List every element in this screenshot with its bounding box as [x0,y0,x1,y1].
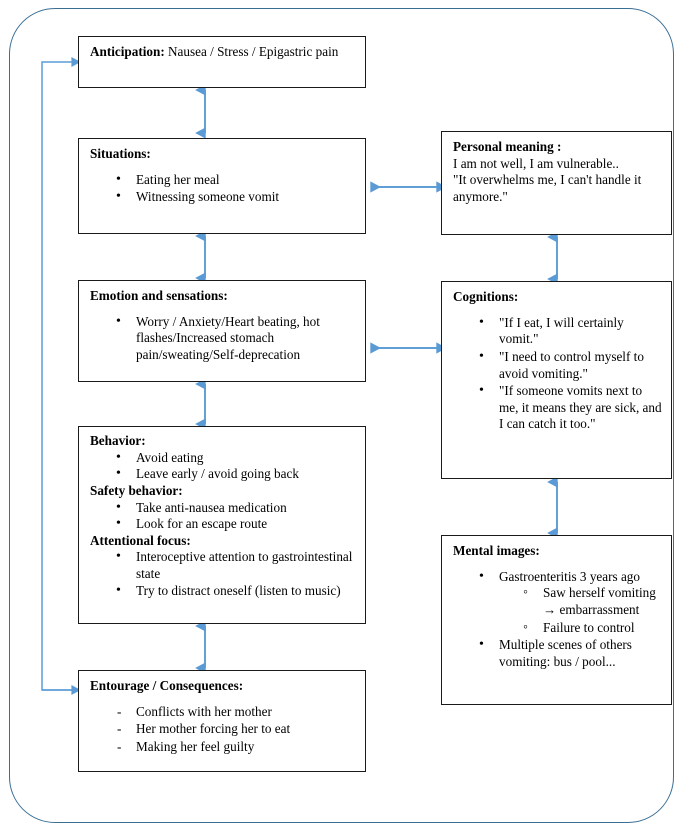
personal-meaning-line-1: I am not well, I am vulnerable.. [453,155,619,171]
safety-behavior-subheader: Safety behavior: [90,482,183,498]
node-personal-meaning[interactable]: Personal meaning : I am not well, I am v… [441,131,672,235]
list-item: Witnessing someone vomit [116,188,356,206]
list-item: Avoid eating [116,449,356,467]
anticipation-text: Nausea / Stress / Epigastric pain [164,44,339,59]
list-item: Look for an escape route [116,515,356,533]
mental-images-bullet-1-text: Gastroenteritis 3 years ago [499,568,640,584]
list-item: "I need to control myself to avoid vomit… [479,348,662,382]
list-item: "If I eat, I will certainly vomit." [479,314,662,348]
personal-meaning-line-2: "It overwhelms me, I can't handle it any… [453,172,642,204]
cognitions-bullet-list: "If I eat, I will certainly vomit." "I n… [453,314,662,433]
mental-images-sub-list: Saw herself vomiting → embarrassment Fai… [499,584,662,637]
node-emotion-and-sensations[interactable]: Emotion and sensations: Worry / Anxiety/… [78,280,366,382]
attentional-focus-bullet-list: Interoceptive attention to gastrointesti… [90,548,356,600]
attentional-focus-subheader: Attentional focus: [90,532,191,548]
list-item: "If someone vomits next to me, it means … [479,382,662,433]
emotion-bullet-list: Worry / Anxiety/Heart beating, hot flash… [90,313,356,364]
entourage-dash-list: Conflicts with her mother Her mother for… [90,704,356,756]
arrow-entourage-feedback-loop [41,57,81,691]
list-item: Multiple scenes of others vomiting: bus … [479,636,662,670]
list-item: Take anti-nausea medication [116,499,356,517]
entourage-header: Entourage / Consequences: [90,678,244,693]
list-item: Eating her meal [116,171,356,189]
situations-bullet-list: Eating her meal Witnessing someone vomit [90,171,356,206]
node-situations[interactable]: Situations: Eating her meal Witnessing s… [78,138,366,234]
list-item: Saw herself vomiting → embarrassment [523,584,662,618]
mental-images-bullet-list: Gastroenteritis 3 years ago Saw herself … [453,568,662,671]
list-item: Failure to control [523,619,662,637]
list-item: Her mother forcing her to eat [116,721,356,738]
list-item: Making her feel guilty [116,739,356,756]
anticipation-header: Anticipation: [90,44,165,59]
node-behavior[interactable]: Behavior: Avoid eating Leave early / avo… [78,426,366,624]
situations-header: Situations: [90,146,151,161]
list-item: Conflicts with her mother [116,704,356,721]
node-anticipation[interactable]: Anticipation: Nausea / Stress / Epigastr… [78,36,366,88]
cognitions-header: Cognitions: [453,289,519,304]
node-cognitions[interactable]: Cognitions: "If I eat, I will certainly … [441,281,672,479]
list-item: Interoceptive attention to gastrointesti… [116,548,356,582]
safety-behavior-bullet-list: Take anti-nausea medication Look for an … [90,499,356,533]
list-item: Gastroenteritis 3 years ago Saw herself … [479,568,662,637]
behavior-bullet-list: Avoid eating Leave early / avoid going b… [90,449,356,483]
behavior-header: Behavior: [90,433,146,448]
mental-images-header: Mental images: [453,543,540,558]
node-entourage-consequences[interactable]: Entourage / Consequences: Conflicts with… [78,670,366,772]
list-item: Try to distract oneself (listen to music… [116,582,356,600]
list-item: Leave early / avoid going back [116,465,356,483]
emotion-header: Emotion and sensations: [90,288,228,303]
list-item: Worry / Anxiety/Heart beating, hot flash… [116,313,356,364]
node-mental-images[interactable]: Mental images: Gastroenteritis 3 years a… [441,535,672,705]
personal-meaning-header: Personal meaning : [453,139,562,154]
